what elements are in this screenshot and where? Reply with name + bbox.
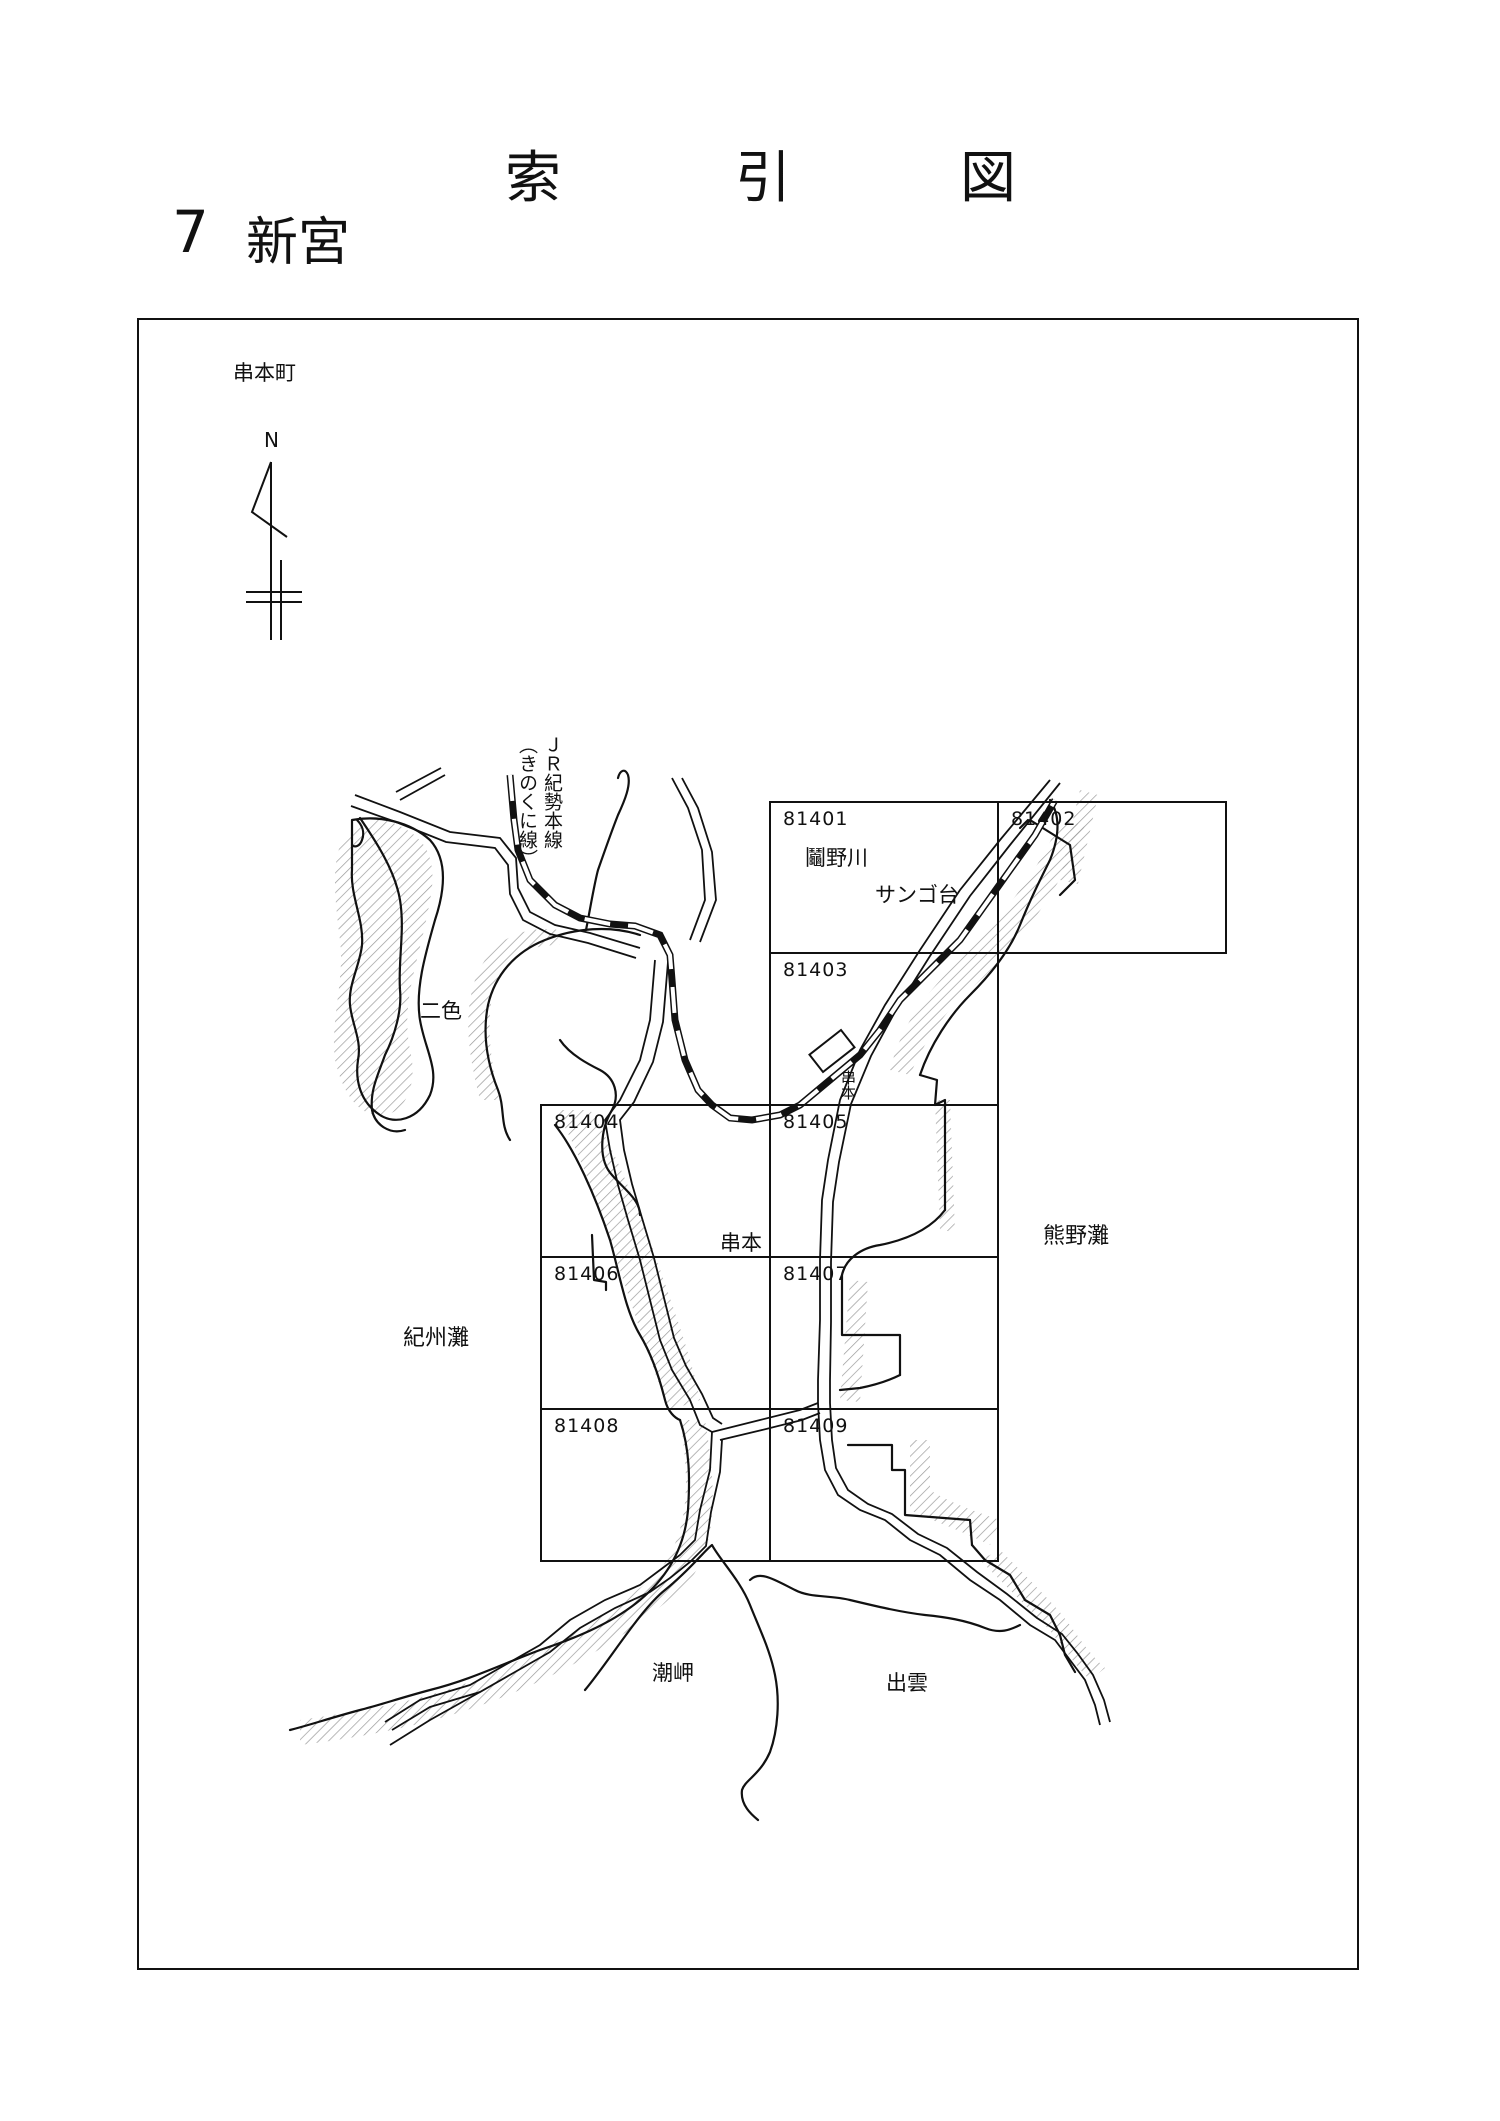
place-kushinogawa: 鬮野川 xyxy=(805,846,868,870)
sheet-81402-label[interactable]: 81402 xyxy=(1011,808,1076,830)
place-shiono-misaki: 潮岬 xyxy=(652,1661,694,1685)
place-kumano-sea: 熊野灘 xyxy=(1043,1224,1109,1249)
map-frame xyxy=(137,318,1359,1970)
sheet-81407-label[interactable]: 81407 xyxy=(783,1263,848,1285)
place-sangodai: サンゴ台 xyxy=(875,883,959,907)
municipality-label: 串本町 xyxy=(233,361,296,385)
railway-label-line2: （きのくに線） xyxy=(516,735,538,868)
place-nishiki: 二色 xyxy=(420,999,462,1023)
sheet-81404-label[interactable]: 81404 xyxy=(554,1111,619,1133)
title-char-3: 図 xyxy=(960,146,1016,211)
sheet-81406-label[interactable]: 81406 xyxy=(554,1263,619,1285)
sheet-81401-label[interactable]: 81401 xyxy=(783,808,848,830)
sheet-81403-label[interactable]: 81403 xyxy=(783,959,848,981)
sheet-81408-label[interactable]: 81408 xyxy=(554,1415,619,1437)
sheet-grid xyxy=(540,801,1227,1562)
title-char-1: 索 xyxy=(505,146,561,211)
station-name: 串本 xyxy=(839,1070,857,1100)
place-kushimoto: 串本 xyxy=(720,1231,762,1255)
chapter-number: 7 xyxy=(172,198,209,266)
place-kii-sea: 紀州灘 xyxy=(403,1326,469,1351)
railway-label-line1: ＪＲ紀勢本線 xyxy=(541,735,563,849)
place-izumo: 出雲 xyxy=(886,1671,928,1695)
title-char-2: 引 xyxy=(735,146,791,211)
chapter-name: 新宮 xyxy=(246,213,351,273)
sheet-81409-label[interactable]: 81409 xyxy=(783,1415,848,1437)
sheet-81405-label[interactable]: 81405 xyxy=(783,1111,848,1133)
north-arrow-icon: N xyxy=(246,428,302,640)
station-icon xyxy=(808,1028,856,1074)
north-label: N xyxy=(264,428,279,452)
